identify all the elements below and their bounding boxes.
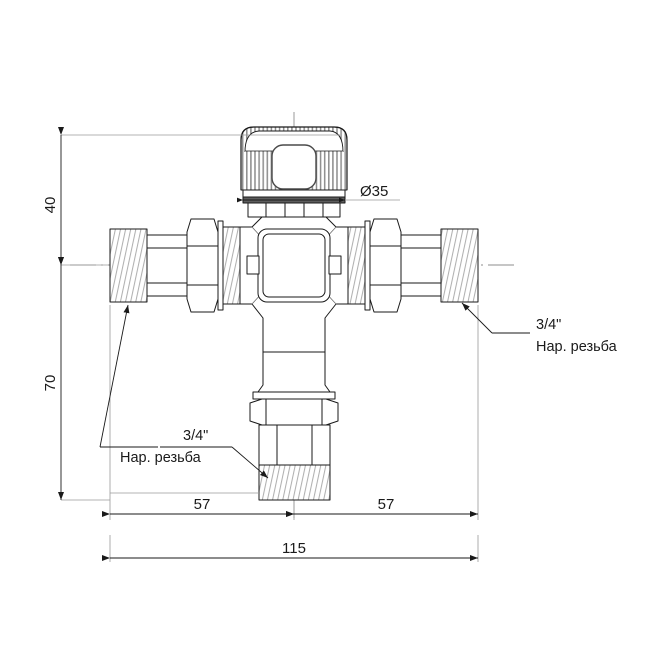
dim-horizontal-115: 115 xyxy=(102,535,479,562)
dim-vertical-70-text: 70 xyxy=(42,375,59,392)
knob-cap xyxy=(240,126,348,218)
callout-bottom-line1: 3/4" xyxy=(183,428,208,444)
callout-left xyxy=(99,304,158,448)
body-lug-right xyxy=(328,255,342,275)
right-body-thread xyxy=(347,226,366,305)
right-branch xyxy=(347,218,479,313)
cap-collar xyxy=(247,202,341,218)
dim-right-57-text: 57 xyxy=(378,496,395,513)
callout-right-line2: Нар. резьба xyxy=(536,339,618,355)
dim-horizontal-57-pair: 57 57 xyxy=(102,305,479,520)
bottom-union-nut xyxy=(249,398,339,426)
left-union-nut xyxy=(186,218,219,313)
cap-ring xyxy=(242,189,346,198)
left-washer xyxy=(217,220,224,311)
bottom-shoulder xyxy=(258,424,331,466)
callout-right-line1: 3/4" xyxy=(536,317,561,333)
dim-vertical-70: 70 xyxy=(42,257,110,501)
dim-vertical-40-text: 40 xyxy=(42,197,59,214)
right-thread xyxy=(440,228,479,303)
left-branch xyxy=(109,218,241,313)
bottom-washer xyxy=(252,391,336,400)
bottom-thread xyxy=(258,464,331,501)
body-lug-left xyxy=(246,255,260,275)
body-center xyxy=(239,215,349,353)
dim-left-57-text: 57 xyxy=(194,496,211,513)
bottom-neck xyxy=(257,351,331,393)
left-spigot xyxy=(146,234,188,297)
cap-window xyxy=(271,144,317,190)
callout-right: 3/4" Нар. резьба xyxy=(461,302,618,355)
callout-bottom: 3/4" Нар. резьба xyxy=(120,428,269,479)
dim-total-115-text: 115 xyxy=(282,540,306,557)
left-body-thread xyxy=(222,226,241,305)
right-spigot xyxy=(400,234,442,297)
callout-bottom-line2: Нар. резьба xyxy=(120,450,202,466)
dim-cap-diameter-text: Ø35 xyxy=(360,183,388,200)
bottom-branch xyxy=(249,351,339,501)
body-boss-inner xyxy=(262,233,326,298)
right-union-nut xyxy=(369,218,402,313)
left-thread xyxy=(109,228,148,303)
cap-top-arc xyxy=(244,130,344,153)
dim-vertical-40: 40 xyxy=(42,127,340,266)
right-washer xyxy=(364,220,371,311)
dim-cap-diameter: Ø35 xyxy=(236,183,400,203)
